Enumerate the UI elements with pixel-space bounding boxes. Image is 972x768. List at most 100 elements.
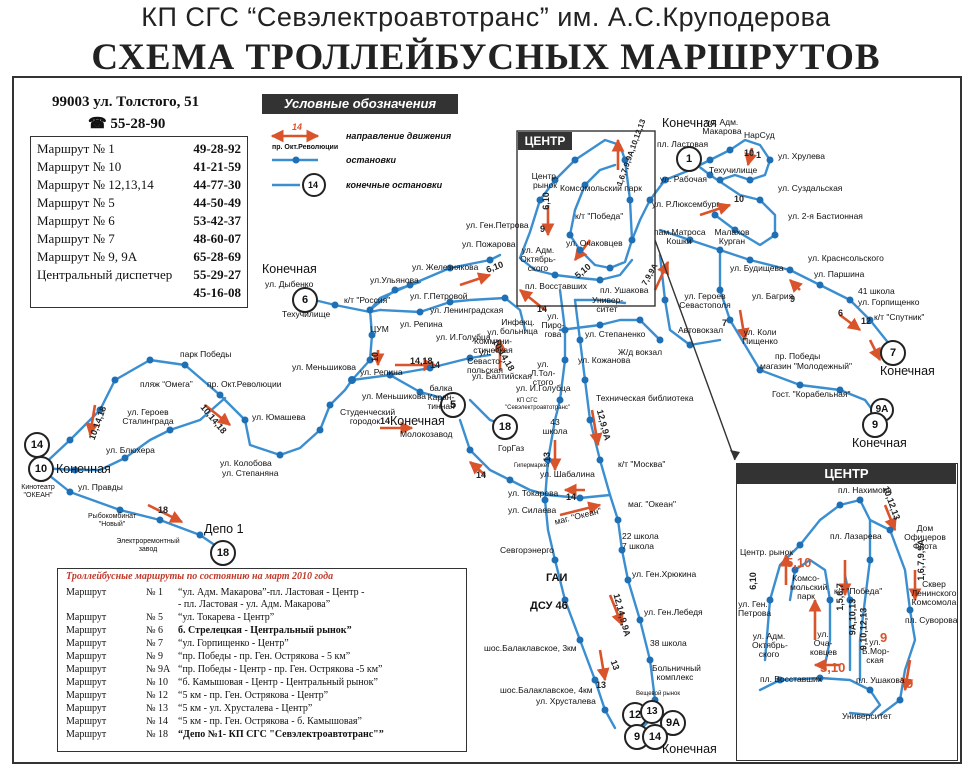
terminal-circle[interactable]: 14 — [642, 724, 668, 750]
route-arrow — [85, 404, 99, 437]
inset-title: ЦЕНТР — [737, 464, 956, 484]
stop-label: ул. Будищева — [730, 263, 784, 273]
route-number-label: 5,10 — [820, 660, 846, 675]
route-number-label: 13 — [596, 680, 607, 690]
route-line-centre — [518, 138, 634, 270]
stop-label: Комсо-мольский парк — [790, 573, 828, 601]
stop-label: Севгорэнерго — [500, 545, 554, 555]
stop-label: ул. Рабочая — [660, 174, 708, 184]
route-arrow — [883, 504, 897, 532]
table-row: - пл. Ластовая - ул. Адм. Макарова” — [66, 599, 461, 610]
route-description: “5 км - ул. Хрусталева - Центр” — [178, 703, 313, 714]
terminal-label: Конечная — [662, 116, 717, 130]
stop-label: ул. Л.Тол-стого — [530, 359, 556, 387]
route-arrow — [147, 503, 184, 524]
stop-label: магазин "Молодежный" — [760, 361, 852, 371]
phone-number: 48-60-07 — [193, 231, 241, 246]
stop-label: ул. Степаненко — [585, 329, 646, 339]
route-number: № 9 — [146, 651, 164, 662]
stop-label: ул. Пиро-гова — [541, 311, 565, 339]
route-number: № 6 — [146, 625, 164, 636]
route-description: “б. Камышовая - Центр - Центральный рыно… — [178, 677, 378, 688]
route-word: Маршрут — [66, 677, 107, 688]
terminal-circle[interactable]: 14 — [24, 432, 50, 458]
legend-arrow-number: 14 — [292, 122, 303, 132]
phone-label: Маршрут № 5 — [37, 195, 115, 210]
route-number: № 9А — [146, 664, 171, 675]
terminal-circle[interactable]: 6 — [292, 287, 318, 313]
legend-graphics — [270, 129, 326, 197]
route-number-label: 14 — [566, 492, 577, 502]
stop-label: 41 школа — [858, 286, 895, 296]
phone-row: 45-16-08 — [37, 285, 243, 302]
route-line-west-2 — [38, 396, 227, 472]
phone-number: 65-28-69 — [193, 249, 241, 264]
route-line-centre-west — [350, 253, 502, 382]
stop-label: пл. Ластовая — [657, 139, 709, 149]
legend-title: Условные обозначения — [262, 94, 458, 114]
terminal-circle[interactable]: 1 — [676, 146, 702, 172]
phone-label: Маршрут № 6 — [37, 213, 115, 228]
route-arrow — [204, 403, 232, 427]
stop-label: ул. Г.Петровой — [410, 291, 468, 301]
phone-number: 53-42-37 — [193, 213, 241, 228]
stop-label: парк Победы — [180, 349, 232, 359]
phone-label: Маршрут № 9, 9А — [37, 249, 138, 264]
route-arrow — [469, 461, 486, 476]
terminal-circle[interactable]: 18 — [492, 414, 518, 440]
phone-label: Маршрут № 12,13,14 — [37, 177, 154, 192]
route-number: № 18 — [146, 729, 169, 740]
centre-inset: ЦЕНТР — [736, 463, 958, 761]
stop-label: Автовокзал — [678, 325, 724, 335]
stop-label: Молокозавод — [400, 429, 453, 439]
route-number-label: 10 — [370, 351, 381, 363]
stop-label: к/т "Спутник" — [874, 312, 925, 322]
stop-label: Дом Офицеров Флота — [904, 523, 946, 551]
legend: Условные обозначения 14 направление движ… — [262, 94, 472, 200]
route-number-label: 9 — [790, 294, 796, 304]
route-description: - пл. Ластовая - ул. Адм. Макарова” — [178, 599, 331, 610]
stop-label: ул. Героев Севастополя — [679, 291, 731, 310]
terminal-circle[interactable]: 5 — [440, 392, 466, 418]
route-number-label: 10 — [734, 194, 745, 204]
terminal-label: Конечная — [852, 436, 907, 450]
stop-label: ул. Очаковцев — [566, 238, 623, 248]
terminal-circle[interactable]: 7 — [880, 340, 906, 366]
route-number-label: 1,5,6,7 — [834, 583, 845, 611]
route-number-label: 9,10,12,13 — [858, 607, 869, 651]
terminal-circle[interactable]: 18 — [210, 540, 236, 566]
stop-label: ул. Коли Пищенко — [742, 327, 778, 346]
route-word: Маршрут — [66, 651, 107, 662]
stop-label: ул. Дыбенко — [265, 279, 314, 289]
stop-label: пл. Ушакова — [856, 675, 905, 685]
stop-label: шос.Балаклавское, 4км — [500, 685, 593, 695]
stop-label: Комсомольский парк — [560, 183, 642, 193]
route-number: № 10 — [146, 677, 169, 688]
terminal-circle[interactable]: 13 — [640, 700, 664, 724]
stop-label: ул. Б.Мор-ская — [862, 637, 890, 665]
stop-label: Сквер Ленинского Комсомола — [911, 579, 957, 607]
terminal-circle[interactable]: 10 — [28, 456, 54, 482]
route-description: “5 км - пр. Ген. Острякова - б. Камышова… — [178, 716, 362, 727]
terminal-circle[interactable]: 9 — [862, 412, 888, 438]
stop-label: Студенческий городок — [340, 407, 396, 426]
route-description: “ул. Токарева - Центр” — [178, 612, 275, 623]
routes-table-caption: Троллейбусные маршруты по состоянию на м… — [66, 571, 334, 582]
stop-label: Кинотеатр "ОКЕАН" — [21, 484, 55, 499]
route-arrow — [459, 272, 492, 287]
stop-label: ул. Багрия — [752, 291, 794, 301]
route-description: “пр. Победы - пр. Ген. Острякова - 5 км” — [178, 651, 351, 662]
stop-label: пр. Окт.Революции — [207, 379, 282, 389]
stop-label: балка Каран-тинная — [427, 383, 455, 411]
route-description: “Депо №1- КП СГС "Севэлектроавтотранс"” — [178, 729, 384, 740]
stop-label: Гост. "Корабельная" — [772, 389, 851, 399]
stop-label: пл. Восставших — [525, 281, 588, 291]
route-word: Маршрут — [66, 690, 107, 701]
